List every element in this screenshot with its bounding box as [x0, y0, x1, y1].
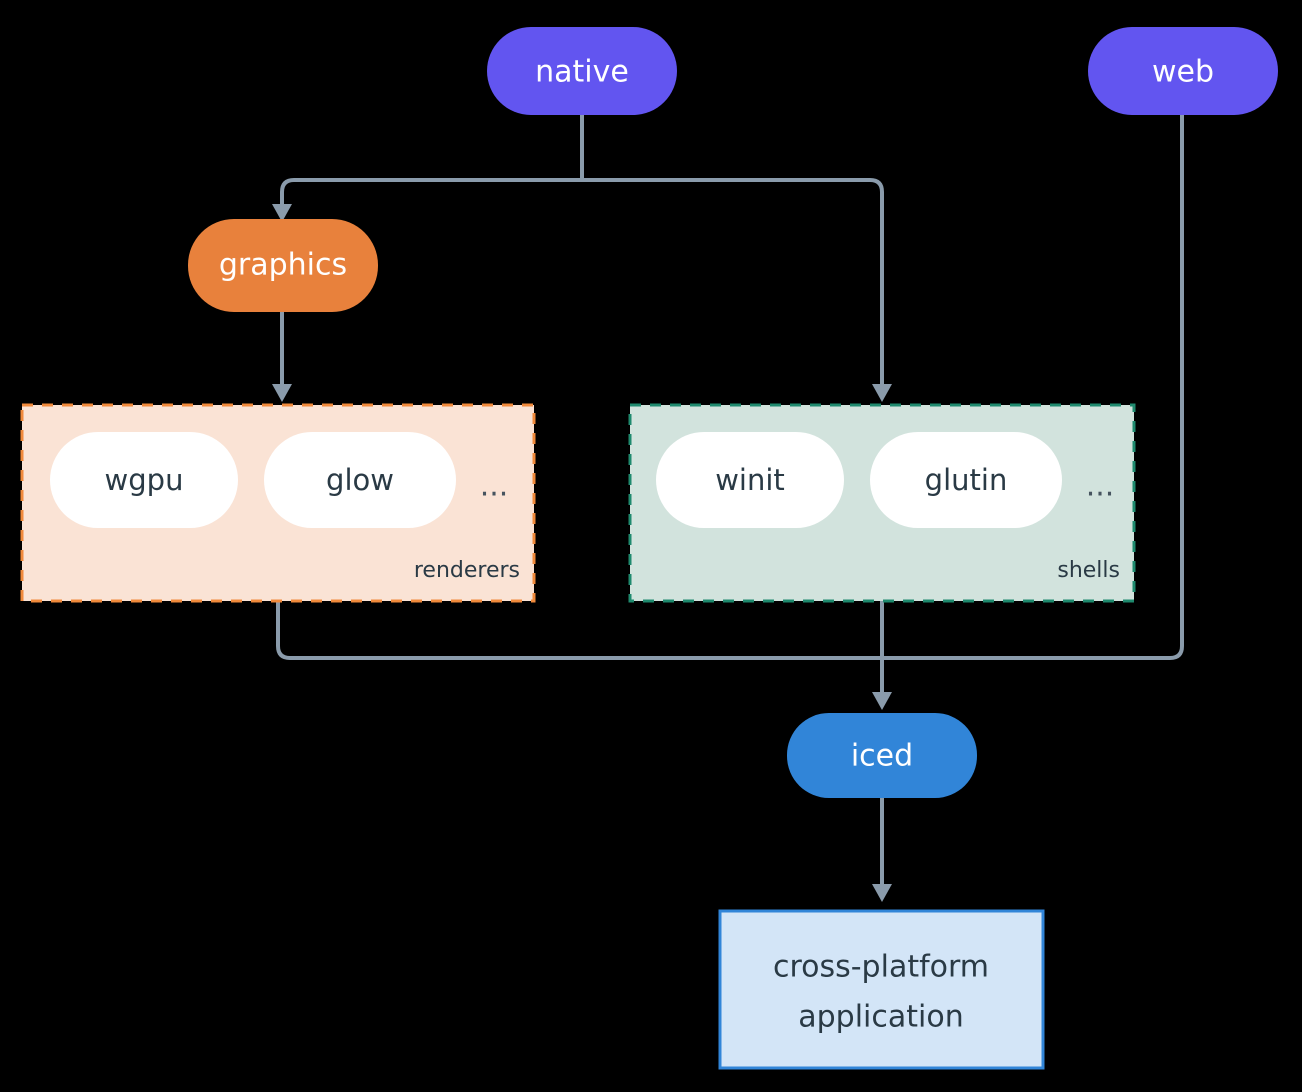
shells-group-label: shells	[1057, 558, 1120, 583]
arrowhead-iced	[872, 692, 892, 710]
pill-glow-label: glow	[326, 463, 394, 497]
pill-wgpu-shape	[50, 432, 238, 528]
edge-native-to-shells	[582, 178, 884, 386]
pill-glow[interactable]: glow	[264, 432, 456, 528]
edge-layer	[272, 114, 1184, 902]
pill-glow-shape	[264, 432, 456, 528]
pill-glutin-shape	[870, 432, 1062, 528]
pill-winit[interactable]: winit	[656, 432, 844, 528]
node-web[interactable]: web	[1088, 27, 1278, 115]
node-native-shape	[487, 27, 677, 115]
node-application[interactable]: cross-platform application	[718, 909, 1045, 1070]
pill-glutin[interactable]: glutin	[870, 432, 1062, 528]
arrowhead-renderers	[272, 384, 292, 402]
node-graphics-shape	[188, 219, 378, 312]
node-application-shape	[718, 909, 1045, 1070]
node-iced[interactable]: iced	[787, 713, 977, 798]
arrowhead-application	[872, 884, 892, 902]
pill-wgpu[interactable]: wgpu	[50, 432, 238, 528]
edge-web-to-iced	[882, 114, 1184, 660]
pill-wgpu-label: wgpu	[105, 463, 184, 497]
edge-native-to-graphics	[280, 178, 582, 206]
node-graphics[interactable]: graphics	[188, 219, 378, 312]
shells-ellipsis: ...	[1086, 469, 1115, 504]
group-shells[interactable]: winit glutin ... shells	[628, 403, 1136, 603]
pill-winit-label: winit	[715, 463, 785, 497]
node-web-shape	[1088, 27, 1278, 115]
arrowhead-shells	[872, 384, 892, 402]
arrowhead-graphics	[272, 204, 292, 222]
pill-winit-shape	[656, 432, 844, 528]
node-native[interactable]: native	[487, 27, 677, 115]
renderers-group-label: renderers	[414, 558, 520, 583]
node-application-label-line2: application	[798, 1000, 963, 1035]
node-application-label-line1: cross-platform	[773, 950, 989, 985]
edge-renderers-to-iced	[276, 600, 882, 660]
pill-glutin-label: glutin	[925, 463, 1008, 497]
renderers-ellipsis: ...	[480, 469, 509, 504]
group-renderers[interactable]: wgpu glow ... renderers	[20, 403, 536, 603]
node-iced-shape	[787, 713, 977, 798]
